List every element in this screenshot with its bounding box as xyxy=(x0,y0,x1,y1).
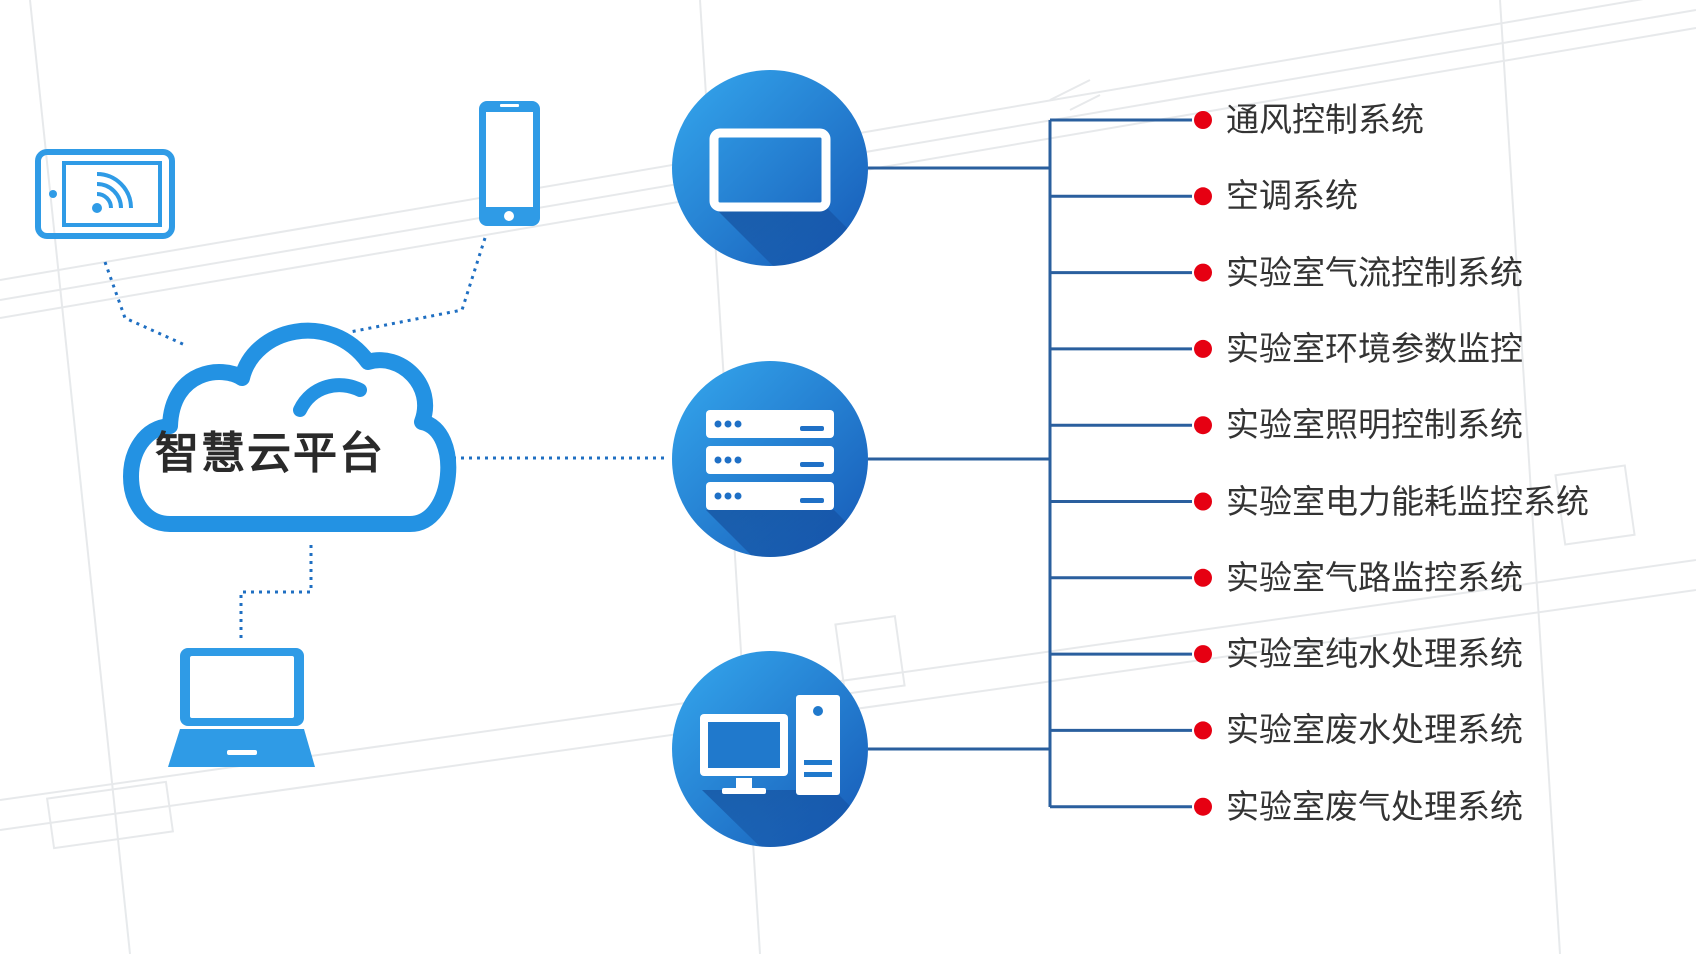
cloud-platform-label: 智慧云平台 xyxy=(155,428,385,479)
system-bullet xyxy=(1194,492,1212,511)
laptop-icon xyxy=(168,648,315,767)
server-hub xyxy=(672,361,868,557)
device-connectors xyxy=(103,237,665,640)
system-tree-lines xyxy=(868,118,1192,809)
desktop-computer-icon xyxy=(700,695,840,795)
server-rack-icon xyxy=(706,410,834,510)
system-bullet xyxy=(1194,416,1212,435)
desktop-hub xyxy=(672,651,868,847)
system-item-label: 空调系统 xyxy=(1226,176,1358,216)
smartphone-icon xyxy=(479,101,540,226)
system-item-label: 通风控制系统 xyxy=(1226,100,1424,139)
system-item-label: 实验室气路监控系统 xyxy=(1226,557,1523,597)
system-bullets xyxy=(1194,111,1212,816)
system-bullet xyxy=(1194,568,1212,587)
system-bullet xyxy=(1194,645,1212,664)
system-bullet xyxy=(1194,339,1212,358)
system-item-label: 实验室环境参数监控 xyxy=(1226,328,1523,368)
system-item-label: 实验室气流控制系统 xyxy=(1226,252,1523,292)
monitor-hub xyxy=(672,70,868,266)
system-bullet xyxy=(1194,263,1212,282)
system-bullet xyxy=(1194,111,1212,129)
system-bullet xyxy=(1194,797,1212,816)
system-item-label: 实验室废水处理系统 xyxy=(1226,710,1523,750)
system-item-label: 实验室纯水处理系统 xyxy=(1226,634,1523,674)
system-bullet xyxy=(1194,721,1212,740)
system-item-label: 实验室废气处理系统 xyxy=(1226,786,1523,826)
cloud-shape xyxy=(123,322,457,532)
system-bullet xyxy=(1194,187,1212,206)
tablet-wifi-icon xyxy=(35,149,175,239)
system-item-label: 实验室电力能耗监控系统 xyxy=(1226,481,1589,521)
system-item-label: 实验室照明控制系统 xyxy=(1226,405,1523,445)
monitor-icon xyxy=(709,128,831,212)
